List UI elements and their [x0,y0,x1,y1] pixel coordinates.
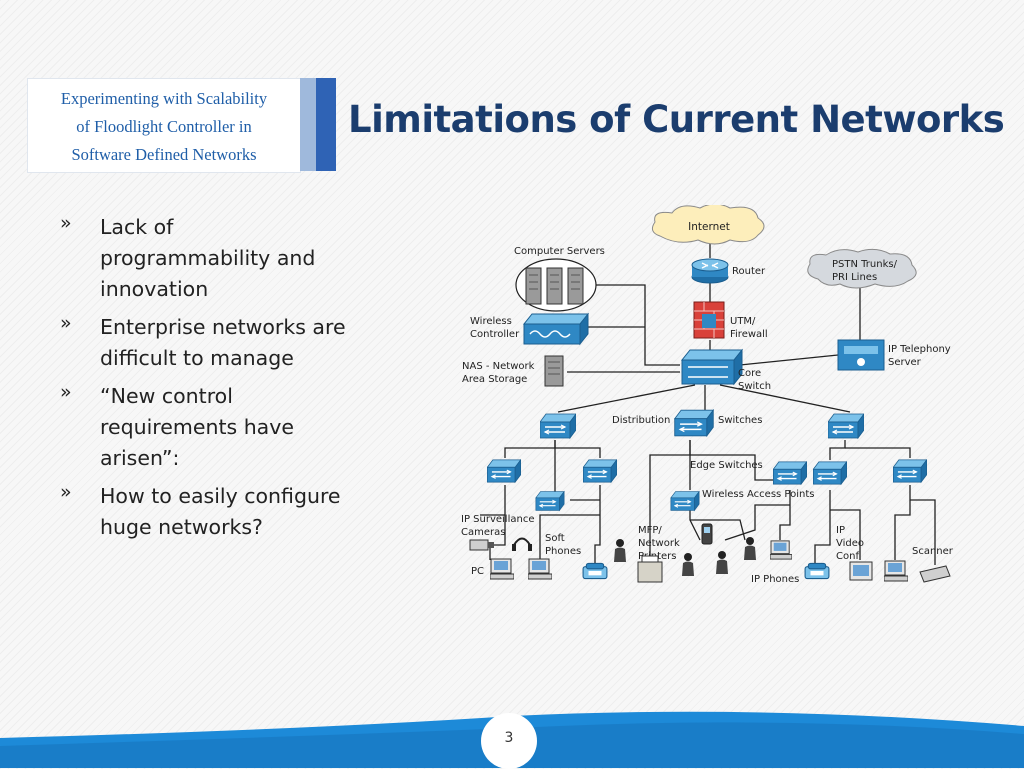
bullet-list: » Lack of programmability and innovation… [60,212,350,550]
access-point-icon [535,490,565,512]
edge-switch-icon [583,459,617,483]
nas-label-2: Area Storage [462,374,527,385]
scanner-icon [919,565,951,583]
bullet-text: Enterprise networks are difficult to man… [100,315,346,370]
page-number-badge [481,713,537,769]
video-conf-icon [849,561,873,581]
user-icon [716,551,728,574]
ip-video-label-2: Video [836,538,864,549]
bullet-text: Lack of programmability and innovation [100,215,316,301]
firewall-icon [693,301,725,339]
edge-switch-icon [773,461,807,485]
nas-label-1: NAS - Network [462,361,535,372]
internet-cloud: Internet [651,205,765,245]
switches-label: Switches [718,415,762,426]
ip-surveillance-label-1: IP Surveillance [461,514,534,525]
edge-switch-icon [487,459,521,483]
ipt-label-2: Server [888,357,922,368]
slide-title: Limitations of Current Networks [348,98,1005,141]
camera-icon [469,539,494,551]
core-label-2: Switch [738,381,771,392]
pc-icon [490,558,514,580]
ip-telephony-server-icon [837,339,885,371]
ip-video-label-1: IP [836,525,845,536]
router-icon [691,258,729,284]
internet-label: Internet [688,221,730,233]
bullet-marker: » [60,212,72,234]
page-number: 3 [504,730,514,746]
edge-switch-icon [813,461,847,485]
ip-surveillance-label-2: Cameras [461,527,505,538]
core-label-1: Core [738,368,761,379]
pstn-cloud: PSTN Trunks/ PRI Lines [807,248,917,289]
edge-switches-label: Edge Switches [690,460,763,471]
edge-switch-icon [893,459,927,483]
soft-phones-label-2: Phones [545,546,581,557]
user-icon [614,539,626,562]
mfp-label-2: Network [638,538,680,549]
bullet-item: » Lack of programmability and innovation [60,212,350,305]
soft-phone-pc-icon [528,558,552,580]
nas-icon [544,355,564,387]
bullet-item: » How to easily configure huge networks? [60,481,350,543]
header-accent-light [300,78,316,171]
ipt-label-1: IP Telephony [888,344,951,355]
utm-label-2: Firewall [730,329,768,340]
mfp-label-1: MFP/ [638,525,662,536]
pc-label: PC [471,566,484,577]
header-box: Experimenting with Scalability of Floodl… [27,78,301,173]
pstn-label-1: PSTN Trunks/ [832,259,898,270]
scanner-label: Scanner [912,546,954,557]
pstn-label-2: PRI Lines [832,272,877,283]
utm-label-1: UTM/ [730,316,756,327]
bullet-marker: » [60,381,72,403]
wireless-controller-icon [522,312,590,346]
header-line-2: of Floodlight Controller in [76,117,252,136]
user-icon [744,537,756,560]
computer-servers-icon [515,258,597,312]
distribution-switch-icon [674,409,714,437]
header-line-3: Software Defined Networks [71,145,257,164]
distribution-switch-icon [540,413,576,439]
diagram-links [480,240,936,575]
access-point-icon [670,490,700,512]
network-diagram: Internet PSTN Trunks/ PRI Lines Router U… [461,205,954,585]
workstation-icon [770,540,792,560]
user-icon [682,553,694,576]
printer-icon [637,555,663,583]
ip-phones-label: IP Phones [751,574,799,585]
core-switch-icon [680,348,744,386]
bullet-marker: » [60,481,72,503]
router-label: Router [732,266,766,277]
scanner-pc-icon [884,560,908,582]
bullet-marker: » [60,312,72,334]
bullet-text: “New control requirements have arisen”: [100,384,294,470]
headset-icon [512,537,532,551]
bullet-text: How to easily configure huge networks? [100,484,341,539]
wap-label: Wireless Access Points [702,489,814,500]
bullet-item: » Enterprise networks are difficult to m… [60,312,350,374]
header-accent-dark [316,78,336,171]
wireless-label-2: Controller [470,329,520,340]
ip-phone-icon [582,562,608,580]
ip-phone-icon [804,562,830,580]
computer-servers-label: Computer Servers [514,246,605,257]
distribution-switch-icon [828,413,864,439]
bullet-item: » “New control requirements have arisen”… [60,381,350,474]
soft-phones-label-1: Soft [545,533,565,544]
ip-video-label-3: Conf [836,551,859,562]
distribution-label: Distribution [612,415,670,426]
header-line-1: Experimenting with Scalability [60,89,268,108]
mobile-phone-icon [701,523,713,545]
wireless-label-1: Wireless [470,316,512,327]
